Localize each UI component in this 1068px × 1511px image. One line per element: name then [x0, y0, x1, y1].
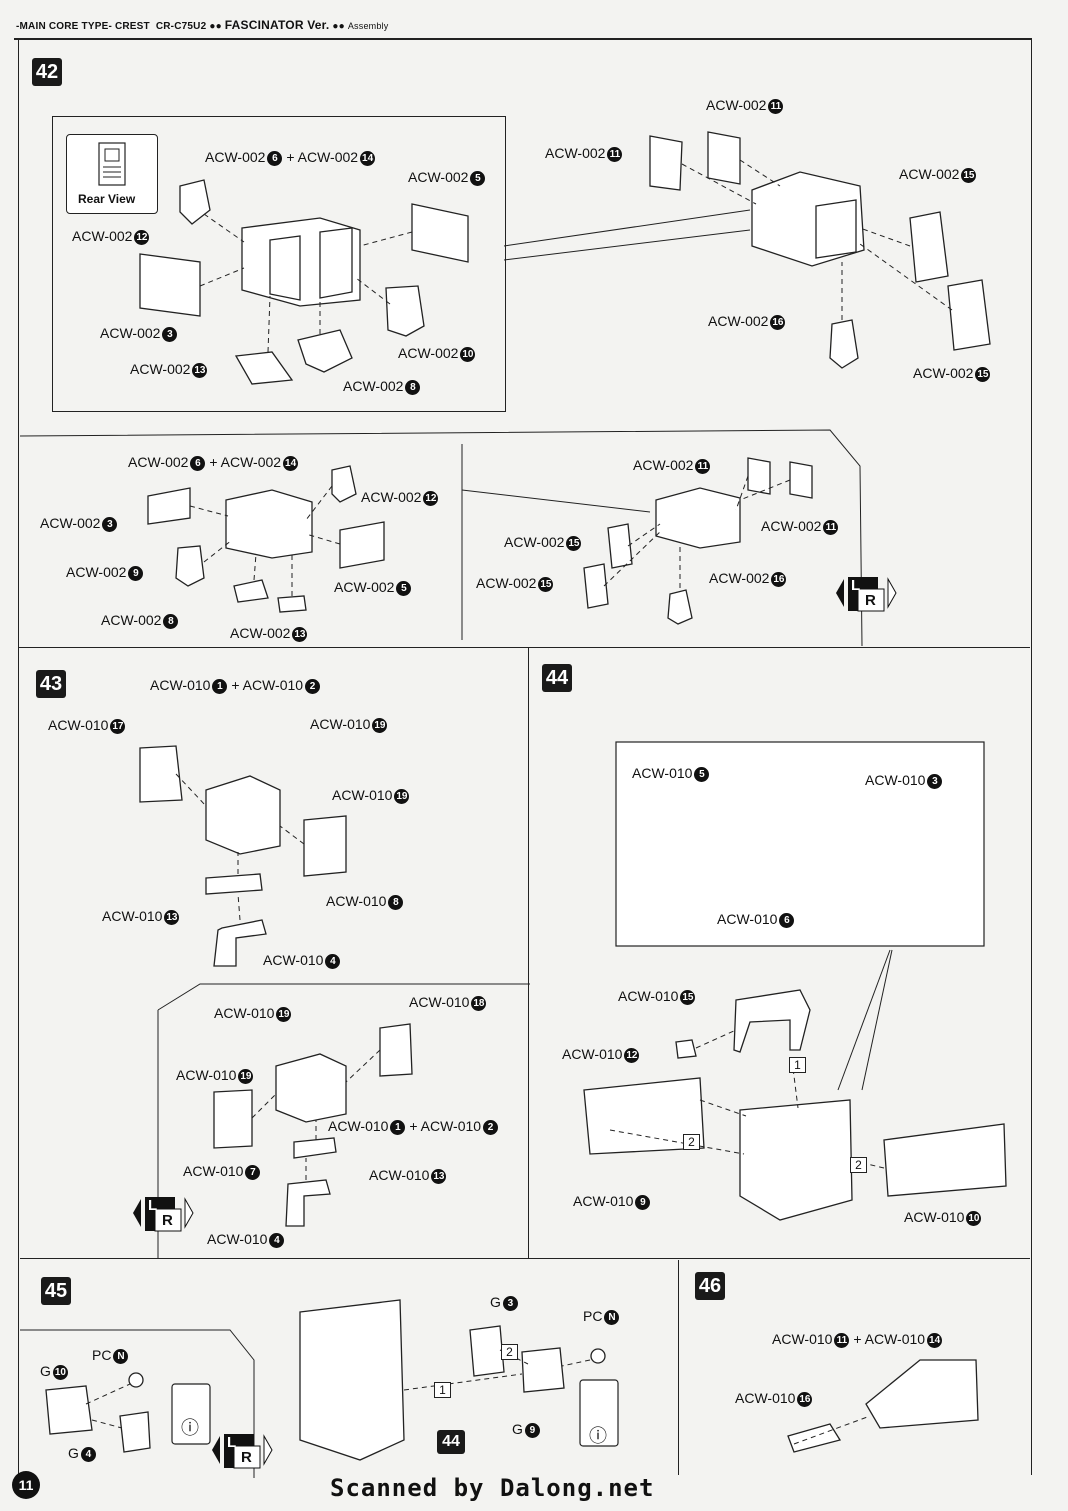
step-43-number: 43 [36, 670, 66, 698]
order-marker-2a: 2 [683, 1134, 700, 1150]
lr-badge-42: L R [834, 575, 897, 612]
page-number: 11 [12, 1471, 40, 1499]
rear-view-icon [98, 142, 126, 186]
lr-l: L [227, 1434, 237, 1451]
lr-l: L [851, 577, 861, 594]
left-right-icon [133, 1197, 194, 1232]
left-right-icon [836, 577, 897, 612]
step-44-frame [529, 648, 1030, 1259]
header-model: CR-C75U2 [155, 21, 207, 32]
left-right-icon [212, 1434, 273, 1469]
header-prefix: -MAIN CORE TYPE- CREST [16, 21, 150, 32]
order-marker-2b: 2 [850, 1157, 867, 1173]
page-frame [18, 40, 1032, 1475]
lr-badge-43: L R [131, 1195, 194, 1232]
order-marker-45-2: 2 [501, 1344, 518, 1360]
order-marker-1: 1 [789, 1057, 806, 1073]
step-46-frame [679, 1260, 1030, 1475]
step-45-frame [20, 1260, 679, 1475]
step-43-frame [20, 648, 529, 1259]
step-42-number: 42 [32, 58, 62, 86]
header-name: FASCINATOR Ver. [224, 18, 330, 32]
header-suffix: Assembly [347, 21, 389, 31]
step-42-frame [18, 40, 1030, 648]
step-44-reference: 44 [437, 1430, 465, 1454]
scanner-credit: Scanned by Dalong.net [330, 1474, 655, 1502]
lr-r: R [162, 1212, 173, 1229]
lr-badge-45: L R [210, 1432, 273, 1469]
step-44-number: 44 [542, 664, 572, 692]
lr-l: L [148, 1197, 158, 1214]
step-42-inset [52, 116, 506, 412]
caution-icon: ⓘ [181, 1418, 199, 1438]
step-46-number: 46 [695, 1272, 725, 1300]
step-45-number: 45 [41, 1277, 71, 1305]
lr-r: R [865, 592, 876, 609]
caution-icon: ⓘ [589, 1426, 607, 1446]
rear-view-box: Rear View [66, 134, 158, 214]
lr-r: R [241, 1449, 252, 1466]
page-header: -MAIN CORE TYPE- CREST CR-C75U2 ●● FASCI… [16, 18, 389, 32]
rear-view-label: Rear View [78, 192, 136, 206]
header-rule [14, 38, 1032, 40]
order-marker-45-1: 1 [434, 1382, 451, 1398]
